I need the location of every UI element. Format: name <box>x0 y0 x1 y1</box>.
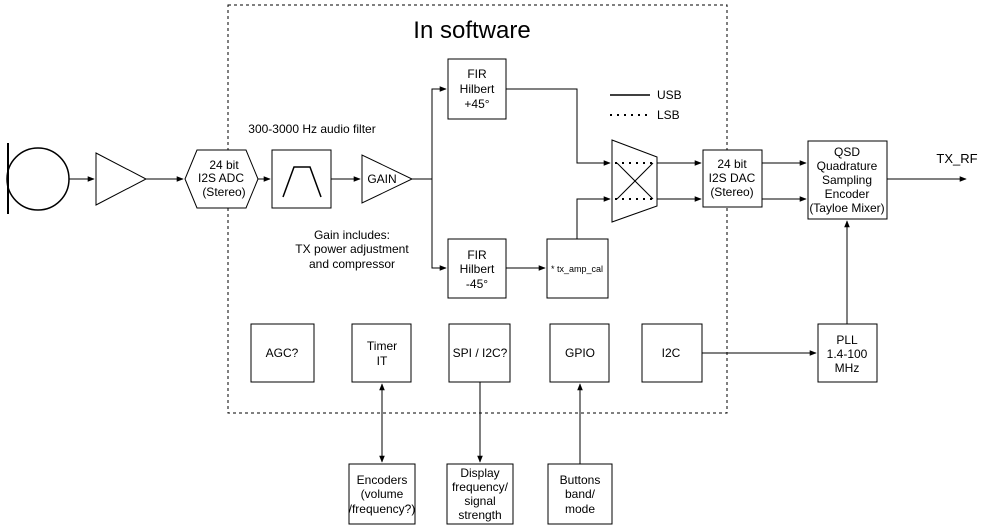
buttons-block <box>547 463 613 525</box>
adc-label-2: I2S ADC <box>198 171 244 185</box>
spi-i2c-label: SPI / I2C? <box>453 346 508 360</box>
software-region <box>227 4 728 414</box>
software-region-title: In software <box>413 17 530 44</box>
fir-minus45-label-1: FIR <box>467 248 487 262</box>
bandpass-icon <box>282 166 322 198</box>
pll-label-1: PLL <box>836 333 858 347</box>
display-label-1: Display <box>460 466 499 480</box>
gpio-label: GPIO <box>565 346 595 360</box>
adc-label-3: (Stereo) <box>202 185 245 199</box>
gpio-block <box>549 323 610 383</box>
fir-minus45-label-3: -45° <box>466 277 488 291</box>
dac-block <box>702 149 763 208</box>
dac-label-3: (Stereo) <box>710 185 753 199</box>
pll-block <box>817 323 878 383</box>
audio-filter-block <box>271 149 332 209</box>
gain-note-2: TX power adjustment <box>295 242 409 256</box>
display-label-2: frequency/ <box>452 480 509 494</box>
agc-label: AGC? <box>266 346 299 360</box>
qsd-label-2: Quadrature <box>817 159 878 173</box>
pll-label-3: MHz <box>835 361 860 375</box>
i2c-label: I2C <box>662 346 681 360</box>
dac-label-1: 24 bit <box>717 157 747 171</box>
encoders-block <box>348 463 416 525</box>
display-block <box>446 463 514 525</box>
timer-label-1: Timer <box>367 339 397 353</box>
dac-label-2: I2S DAC <box>709 171 756 185</box>
tx-amp-cal-block <box>546 238 609 299</box>
spi-i2c-block <box>448 323 511 383</box>
gain-triangle <box>361 154 414 204</box>
gain-note-1: Gain includes: <box>314 228 390 242</box>
fir-plus45-label-3: +45° <box>464 97 489 111</box>
fir-minus45-block <box>447 238 507 299</box>
switch-cross-b <box>616 162 654 200</box>
encoders-label-3: /frequency?) <box>349 502 416 516</box>
pll-label-2: 1.4-100 <box>827 347 868 361</box>
audio-filter-label: 300-3000 Hz audio filter <box>248 122 375 136</box>
arrow-fir-plus-to-switch <box>506 88 611 166</box>
fir-minus45-label-2: Hilbert <box>460 262 495 276</box>
adc-label-1: 24 bit <box>209 158 239 172</box>
qsd-label-3: Sampling <box>822 173 872 187</box>
display-label-3: signal <box>464 494 495 508</box>
buttons-label-2: band/ <box>565 487 596 501</box>
timer-block <box>351 323 412 383</box>
microphone-icon <box>6 147 70 211</box>
arrow-gain-to-fir-plus <box>412 86 447 180</box>
tx-amp-cal-label: * tx_amp_cal <box>551 264 603 274</box>
fir-plus45-label-1: FIR <box>467 67 487 81</box>
display-label-4: strength <box>458 508 501 522</box>
qsd-label-5: (Tayloe Mixer) <box>809 201 884 215</box>
usb-legend-label: USB <box>657 88 682 102</box>
tx-rf-label: TX_RF <box>936 151 977 166</box>
arrow-cal-to-switch <box>576 196 611 239</box>
i2c-block <box>641 323 703 383</box>
preamp-triangle <box>95 152 148 206</box>
buttons-label-3: mode <box>565 502 595 516</box>
agc-block <box>250 323 315 383</box>
fir-plus45-block <box>447 58 507 120</box>
fir-plus45-label-2: Hilbert <box>460 82 495 96</box>
arrow-gain-to-fir-minus <box>431 179 447 271</box>
qsd-block <box>807 140 888 220</box>
gain-label: GAIN <box>367 172 396 186</box>
encoders-label-2: (volume <box>361 487 404 501</box>
gain-note-3: and compressor <box>309 257 395 271</box>
qsd-label-4: Encoder <box>825 187 870 201</box>
encoders-label-1: Encoders <box>357 473 408 487</box>
qsd-label-1: QSD <box>834 145 860 159</box>
adc-block <box>184 149 259 209</box>
buttons-label-1: Buttons <box>560 473 601 487</box>
timer-label-2: IT <box>377 354 388 368</box>
lsb-legend-label: LSB <box>657 108 680 122</box>
